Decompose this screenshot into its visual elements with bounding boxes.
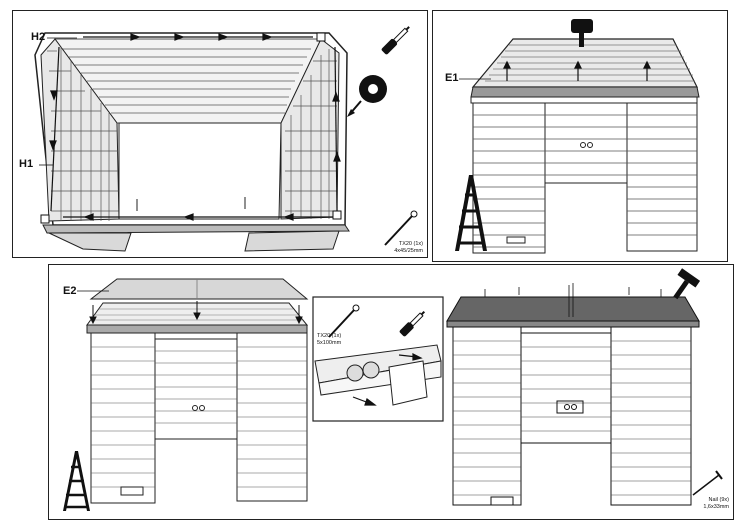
rubber-mallet-icon xyxy=(571,19,593,47)
label-h1: H1 xyxy=(19,158,34,170)
detail-screw-spec-type: TX20 (1x) xyxy=(317,333,342,339)
label-e1: E1 xyxy=(445,72,459,84)
label-h2: H2 xyxy=(31,31,46,43)
hammer-icon xyxy=(673,268,701,300)
step-panel-roofing-felt: E2 TX20 (1x) 5x100mm Nail (9x) 1,6x3 xyxy=(48,264,734,520)
ladder-icon xyxy=(455,175,487,251)
label-e2: E2 xyxy=(63,285,77,297)
ladder-icon-small xyxy=(63,451,90,511)
nail-spec: Nail (9x) 1,6x33mm xyxy=(657,497,729,510)
detail-screw-spec: TX20 (1x) 5x100mm xyxy=(317,333,367,346)
nail-spec-type: Nail (9x) xyxy=(708,497,729,503)
screw-spec: TX20 (1x) 4x45/25mm xyxy=(349,241,423,254)
roof-frame-illustration xyxy=(34,32,350,252)
screw-spec-size: 4x45/25mm xyxy=(394,247,423,254)
step-panel-roof-boards: E1 xyxy=(432,10,728,262)
screw-icon xyxy=(384,210,418,246)
detail-screw-spec-size: 5x100mm xyxy=(317,339,342,346)
screw-spec-type: TX20 (1x) xyxy=(398,241,423,247)
detail-screwdriver-icon xyxy=(399,310,426,337)
nail-icon xyxy=(692,470,723,496)
nail-spec-size: 1,6x33mm xyxy=(703,503,729,510)
screwdriver-icon xyxy=(381,26,410,55)
tape-roll-icon xyxy=(347,75,387,117)
roof-boards-illustration xyxy=(459,38,700,254)
roofing-felt-illustration xyxy=(77,278,700,506)
step-panel-roof-frame: H2 H1 TX20 (1x) 4x45/25mm xyxy=(12,10,428,258)
